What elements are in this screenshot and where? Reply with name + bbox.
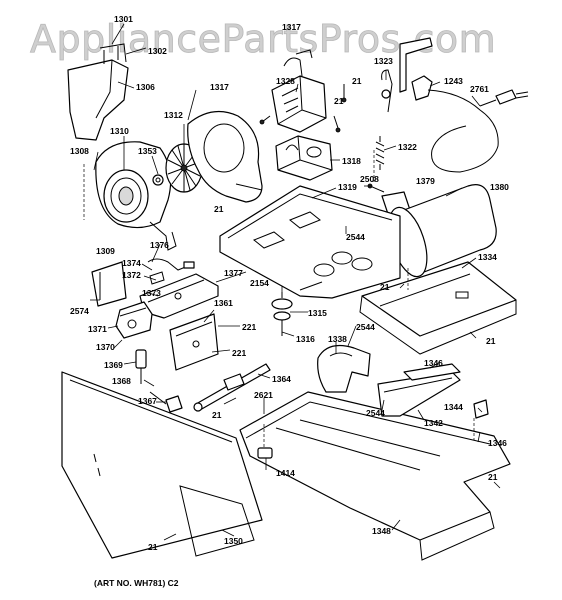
label-2544-b: 2544 [356,322,375,332]
label-2574: 2574 [70,306,89,316]
label-1372: 1372 [122,270,141,280]
label-1377: 1377 [224,268,243,278]
label-1338: 1338 [328,334,347,344]
label-21-f: 21 [212,410,222,420]
part-1309-bracket [91,261,127,307]
label-1322: 1322 [398,142,417,152]
part-1310-blower-housing [95,141,177,251]
label-21-d: 21 [380,282,390,292]
label-1414: 1414 [276,468,295,478]
part-1315-pulley [271,292,293,336]
part-1338-elbow [317,345,371,393]
label-2544-c: 2544 [366,408,385,418]
label-1317: 1317 [210,82,229,92]
label-1334: 1334 [478,252,497,262]
label-1346-a: 1346 [424,358,443,368]
label-221-a: 221 [242,322,256,332]
label-1364: 1364 [272,374,291,384]
part-1414-foot [257,447,273,459]
part-1361-bracket [169,313,219,371]
label-1344: 1344 [444,402,463,412]
label-1318: 1318 [342,156,361,166]
label-1310: 1310 [110,126,129,136]
label-21-h: 21 [148,542,158,552]
label-21-a: 21 [352,76,362,86]
label-1361: 1361 [214,298,233,308]
label-2761: 2761 [470,84,489,94]
label-1306: 1306 [136,82,155,92]
part-1350-front-panel [61,371,263,559]
label-1374: 1374 [122,258,141,268]
art-number: (ART NO. WH781) C2 [94,578,179,588]
label-1309: 1309 [96,246,115,256]
label-1243: 1243 [444,76,463,86]
label-21-e: 21 [486,336,496,346]
label-21-b: 21 [334,96,344,106]
part-1317-blower-volute [187,110,263,203]
label-1370: 1370 [96,342,115,352]
label-1368: 1368 [112,376,131,386]
part-number-labels: 1301 1302 1306 1317 1328 1323 1243 2761 … [70,14,509,552]
part-1318-motor-mount [275,135,333,181]
part-1376-wire [147,258,195,271]
part-1348-base-rail [239,391,511,561]
label-1346-b: 1346 [488,438,507,448]
label-1353: 1353 [138,146,157,156]
label-1317-top: 1317 [282,22,301,32]
label-1319: 1319 [338,182,357,192]
watermark-logo: AppliancePartsPros.com [30,17,496,61]
part-1334-lower-duct [359,261,517,355]
label-1380: 1380 [490,182,509,192]
label-1308: 1308 [70,146,89,156]
part-1346-bracket [403,363,461,381]
part-1306-duct-hood [67,43,129,141]
part-2761-power-cord [411,75,529,173]
label-1316: 1316 [296,334,315,344]
label-2508: 2508 [360,174,379,184]
label-1369: 1369 [104,360,123,370]
label-1350: 1350 [224,536,243,546]
label-2154: 2154 [250,278,269,288]
part-1369-igniter [135,349,147,384]
label-1376: 1376 [150,240,169,250]
label-1315: 1315 [308,308,327,318]
part-1364-burner-tube [193,363,271,412]
label-1301: 1301 [114,14,133,24]
label-1371: 1371 [88,324,107,334]
label-1328: 1328 [276,76,295,86]
part-1353-clamp [152,174,164,186]
label-1348: 1348 [372,526,391,536]
label-1373: 1373 [142,288,161,298]
label-221-b: 221 [232,348,246,358]
part-1319-base-plate [219,185,401,299]
label-1379: 1379 [416,176,435,186]
label-1302: 1302 [148,46,167,56]
label-1312: 1312 [164,110,183,120]
label-1323: 1323 [374,56,393,66]
part-1344-clip [473,399,489,419]
screw-21-motor [333,84,347,133]
part-1323-terminal [381,69,393,113]
label-1342: 1342 [424,418,443,428]
part-1322-spring [375,136,385,170]
label-1367: 1367 [138,396,157,406]
label-2544-a: 2544 [346,232,365,242]
part-1371-valve-body [115,301,153,339]
part-1328-drive-motor [259,49,327,133]
label-21-c: 21 [214,204,224,214]
part-1315-bracket [399,37,433,93]
leader-lines [90,23,501,541]
label-21-g: 21 [488,472,498,482]
label-2621: 2621 [254,390,273,400]
